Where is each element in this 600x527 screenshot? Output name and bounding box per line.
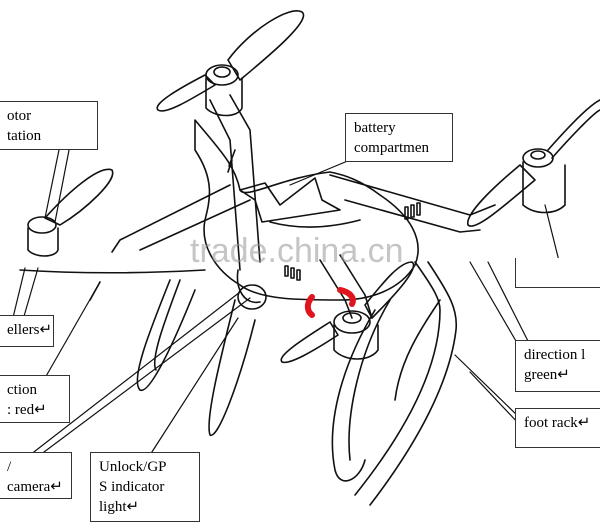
label-camera: / camera↵ [0,452,72,499]
label-unlock-gps-light: Unlock/GP S indicator light↵ [90,452,200,522]
label-propellers: ellers↵ [0,315,54,347]
label-direction-light-red: ction : red↵ [0,375,70,423]
red-lights [304,287,356,318]
left-rotor [27,168,114,257]
leader-lines [9,144,561,456]
label-direction-light-green: direction l green↵ [515,340,600,392]
watermark-text: trade.china.cn [190,232,404,270]
label-battery-compartment: battery compartmen [345,113,453,162]
vents [284,202,421,281]
front-rotor [280,261,415,364]
landing-gear [19,261,458,506]
top-rotor [156,10,305,117]
right-rotor [467,99,600,227]
label-motor-rotation: otor tation [0,101,98,150]
camera-module [236,269,267,310]
label-foot-rack: foot rack↵ [515,408,600,448]
body-shell [194,119,419,301]
label-box-empty [515,258,600,288]
